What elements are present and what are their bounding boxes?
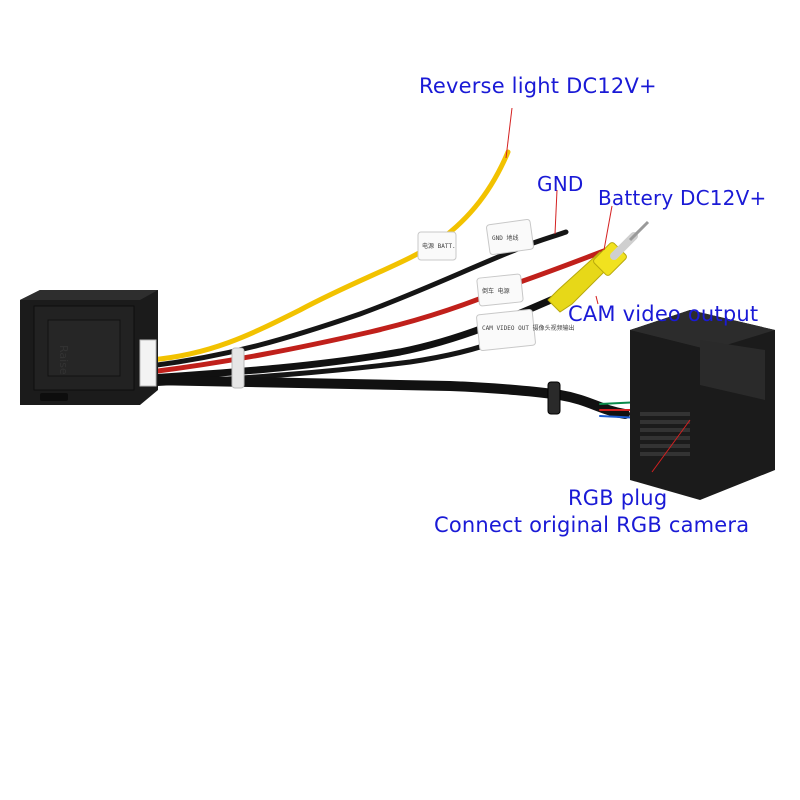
battery-leader — [603, 205, 613, 251]
svg-text:CAM VIDEO OUT 摄像头视频输出: CAM VIDEO OUT 摄像头视频输出 — [482, 324, 575, 332]
leader-lines — [505, 107, 691, 473]
rca-video-connector — [547, 220, 650, 313]
reverse-light-wire — [147, 149, 511, 363]
reverse-light-leader — [505, 107, 513, 159]
battery-wire — [147, 245, 615, 375]
rgb-plug-leader — [651, 419, 691, 473]
wire-tag-cam: CAM VIDEO OUT 摄像头视频输出 — [476, 308, 575, 352]
cam-video-output-label: CAM video output — [568, 302, 759, 326]
rgb-plug-label: RGB plug — [568, 486, 668, 510]
gnd-label: GND — [537, 172, 584, 196]
svg-text:Raise: Raise — [57, 345, 70, 375]
rgb-cable — [145, 375, 630, 419]
wire-tag-reverse: 倒车 电源 — [476, 273, 524, 307]
gnd-leader — [554, 189, 558, 235]
battery-label: Battery DC12V+ — [598, 186, 767, 210]
cable-ties — [231, 347, 561, 415]
rgb-camera-label: Connect original RGB camera — [434, 513, 750, 537]
wire-tag-gnd: GND 地线 — [486, 218, 534, 256]
reverse-light-label: Reverse light DC12V+ — [419, 74, 657, 98]
wire-tag-batt: 电源 BATT. — [417, 231, 457, 261]
svg-text:GND 地线: GND 地线 — [492, 234, 518, 242]
cam-video-leader — [595, 295, 599, 305]
svg-text:电源 BATT.: 电源 BATT. — [422, 242, 456, 250]
interface-module-box: Raise — [20, 290, 158, 405]
svg-text:倒车 电源: 倒车 电源 — [482, 287, 510, 295]
